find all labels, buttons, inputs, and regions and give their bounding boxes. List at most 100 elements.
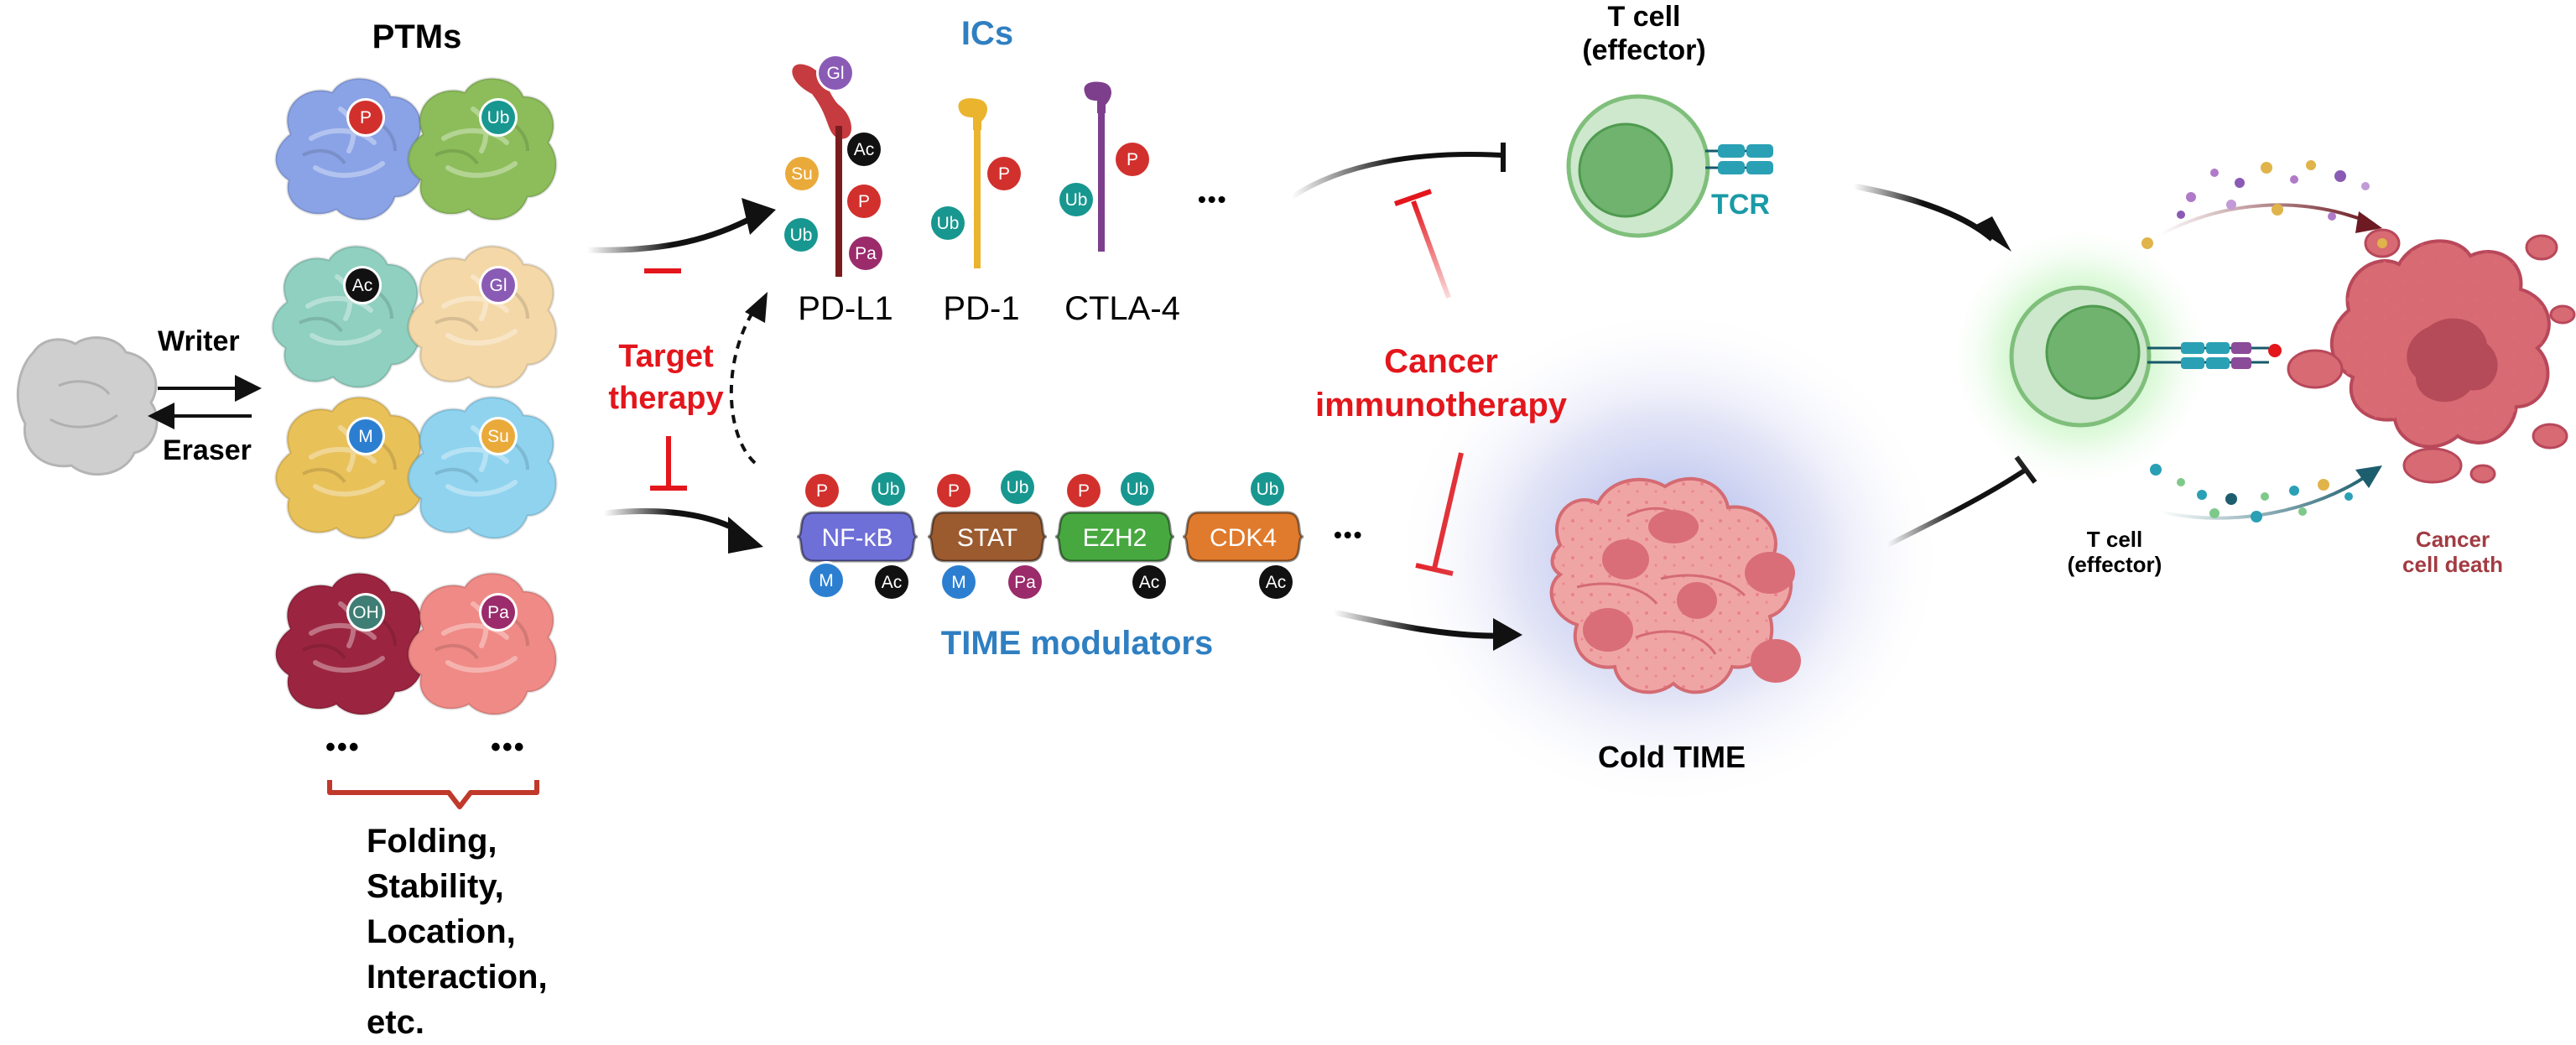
ptm-ellipsis-right: ••• (491, 731, 526, 763)
ic-pd-1-badge-ub: Ub (929, 204, 967, 242)
time-cdk4-badge-ub: Ub (1248, 470, 1287, 508)
time-modulators-ellipsis: ••• (1334, 522, 1364, 548)
time-stat-badge-text: P (948, 481, 960, 501)
cancer-cell-death-label: Cancer cell death (2402, 527, 2503, 577)
immunotherapy-inhibitor-top (1394, 189, 1451, 299)
time-nfb-badge-ac: Ac (872, 563, 911, 601)
granule-dot (2235, 178, 2245, 188)
ic-ctla-4-badge-p: P (1113, 140, 1152, 179)
ptm-ellipsis-brace (327, 780, 539, 809)
time-ezh2-badge-ac: Ac (1130, 563, 1168, 601)
ptm-badge-pa: Pa (479, 593, 518, 632)
granule-dot (2197, 490, 2207, 500)
target-therapy-inhibitor-top (644, 268, 681, 323)
cytotoxic-granules (2141, 160, 2387, 522)
cold-time-tumor-cells (1549, 477, 1801, 694)
granule-dot (2334, 170, 2346, 182)
granule-dot (2377, 238, 2387, 248)
cytokine-release-arrow-bottom (2159, 465, 2382, 520)
function-etc: etc. (367, 1004, 424, 1041)
time-modulator-name: EZH2 (1083, 524, 1147, 552)
ptm-protein-p (274, 77, 425, 221)
ptms-title: PTMs (372, 18, 462, 55)
eraser-label: Eraser (163, 434, 252, 466)
time-stat-badge-p: P (934, 471, 973, 510)
pd-l1-protein (792, 64, 851, 277)
target-therapy-line1: Target (618, 339, 714, 374)
time-stat-badge-pa: Pa (1006, 563, 1044, 601)
ptm-badge-ub: Ub (479, 98, 518, 137)
time-modulator-name: STAT (957, 524, 1017, 552)
ics-ellipsis: ••• (1198, 186, 1228, 212)
time-stat-badge-text: Ub (1007, 478, 1029, 497)
outcome-t-cell-line1: T cell (2086, 527, 2143, 552)
time-nfb-badge-p: P (803, 471, 841, 510)
time-stat-badge-text: M (951, 573, 966, 592)
ic-pd-l1-badge-text: Ac (854, 140, 875, 159)
granule-dot (2261, 492, 2269, 501)
time-stat-badge-text: Pa (1014, 573, 1036, 592)
time-ezh2-badge-p: P (1064, 471, 1103, 510)
ic-ctla-4-badge-ub: Ub (1057, 180, 1095, 219)
granule-dot (2177, 211, 2185, 219)
cold-time-label: Cold TIME (1598, 740, 1746, 774)
granule-dot (2328, 212, 2336, 221)
time-ezh2-badge-text: Ac (1139, 573, 1160, 592)
granule-dot (2226, 200, 2236, 210)
granule-dot (2361, 182, 2370, 190)
ptm-protein-m (274, 396, 425, 540)
ptm-badge-text: Ub (487, 108, 510, 127)
time-stat-badge-m: M (939, 563, 978, 601)
ptm-badge-gl: Gl (479, 266, 518, 304)
time-stat-badge-ub: Ub (998, 468, 1037, 507)
cancer-cell-death-line1: Cancer (2415, 527, 2490, 552)
granule-dot (2210, 169, 2219, 177)
dying-cancer-cell (2287, 228, 2576, 484)
ic-pd-1-badge-text: Ub (937, 214, 960, 233)
arrow-time-to-cold (1333, 609, 1522, 651)
granule-dot (2298, 507, 2307, 516)
cancer-immunotherapy-label: Cancer immunotherapy (1315, 340, 1567, 427)
cancer-immunotherapy-line1: Cancer (1384, 343, 1498, 380)
ptm-badge-text: M (358, 427, 373, 446)
ctla-4-protein (1084, 81, 1111, 252)
function-interaction: Interaction, (367, 959, 548, 996)
arrow-to-time-modulators (603, 507, 763, 554)
time-cdk4-badge-ac: Ac (1257, 563, 1295, 601)
time-ezh2-badge-text: P (1078, 481, 1090, 501)
ptm-badge-text: P (360, 108, 372, 127)
ptm-ellipsis-left: ••• (325, 731, 361, 763)
time-nfb-badge-ub: Ub (869, 470, 908, 508)
granule-dot (2186, 192, 2196, 202)
ctla-4-label: CTLA-4 (1064, 290, 1180, 327)
outcome-t-cell-label: T cell (effector) (2068, 527, 2162, 577)
ic-pd-l1-badge-text: Su (791, 164, 813, 184)
ic-pd-l1-badge-ub: Ub (782, 216, 820, 254)
arrow-tcell-to-outcome (1853, 183, 2011, 252)
function-location: Location, (367, 913, 516, 950)
time-ezh2-badge-ub: Ub (1118, 470, 1157, 508)
ic-pd-l1-badge-gl: Gl (816, 54, 855, 92)
ic-pd-l1-badge-ac: Ac (845, 130, 883, 169)
pd-1-label: PD-1 (943, 290, 1020, 327)
ptm-protein-pa (407, 572, 558, 716)
ic-pd-l1-badge-pa: Pa (846, 234, 885, 273)
ptm-badge-oh: OH (346, 593, 385, 632)
time-nfb-badge-text: Ac (882, 573, 903, 592)
ptm-badge-text: OH (352, 603, 379, 622)
target-therapy-inhibitor-bottom (650, 436, 687, 491)
ptm-protein-su (407, 396, 558, 540)
ptm-badge-m: M (346, 417, 385, 455)
ic-pd-l1-badge-text: P (858, 192, 870, 211)
granule-dot (2251, 511, 2262, 522)
ic-pd-1-badge-p: P (985, 154, 1023, 193)
function-folding: Folding, (367, 823, 497, 860)
ptm-badge-text: Ac (352, 276, 373, 295)
time-nfb-badge-text: P (816, 481, 828, 501)
ptm-protein-gl (407, 245, 558, 389)
granule-dot (2306, 160, 2316, 170)
